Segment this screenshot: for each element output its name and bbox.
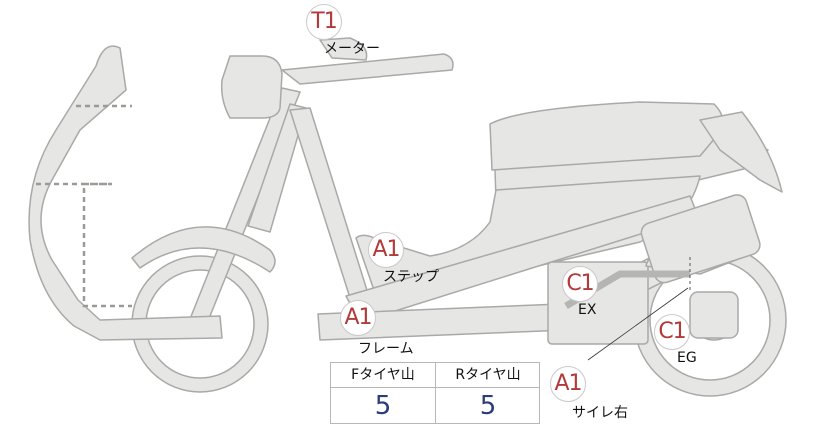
badge-ex: C1	[562, 266, 598, 302]
tire-tread-table: Fタイヤ山 Rタイヤ山 5 5	[330, 362, 540, 424]
front-shield	[28, 45, 223, 341]
badge-silencer-right: A1	[550, 366, 586, 402]
table-divider-vertical	[435, 363, 436, 423]
seam-line-middle	[36, 182, 132, 308]
label-silencer-right: サイレ右	[572, 405, 628, 421]
label-frame: フレーム	[358, 341, 414, 357]
rear-tire-header: Rタイヤ山	[455, 367, 521, 383]
muffler	[640, 194, 761, 284]
label-ex: EX	[578, 302, 597, 318]
tail-cowl	[699, 111, 783, 193]
meter-cover	[319, 37, 368, 61]
front-tire-value: 5	[374, 391, 392, 421]
badge-step: A1	[368, 232, 404, 268]
down-tube	[289, 107, 371, 305]
badge-frame: A1	[340, 300, 376, 336]
rear-tire-value: 5	[479, 391, 497, 421]
rear-shock	[689, 291, 739, 339]
badge-eg: C1	[654, 314, 690, 350]
leader-line	[587, 287, 689, 361]
front-fender	[131, 226, 276, 273]
badge-meter: T1	[306, 4, 342, 40]
headlight	[220, 55, 283, 119]
label-step: ステップ	[383, 269, 439, 285]
label-meter: メーター	[324, 41, 380, 57]
label-eg: EG	[677, 350, 697, 366]
front-tire-header: Fタイヤ山	[351, 367, 415, 383]
handlebar	[281, 53, 454, 85]
